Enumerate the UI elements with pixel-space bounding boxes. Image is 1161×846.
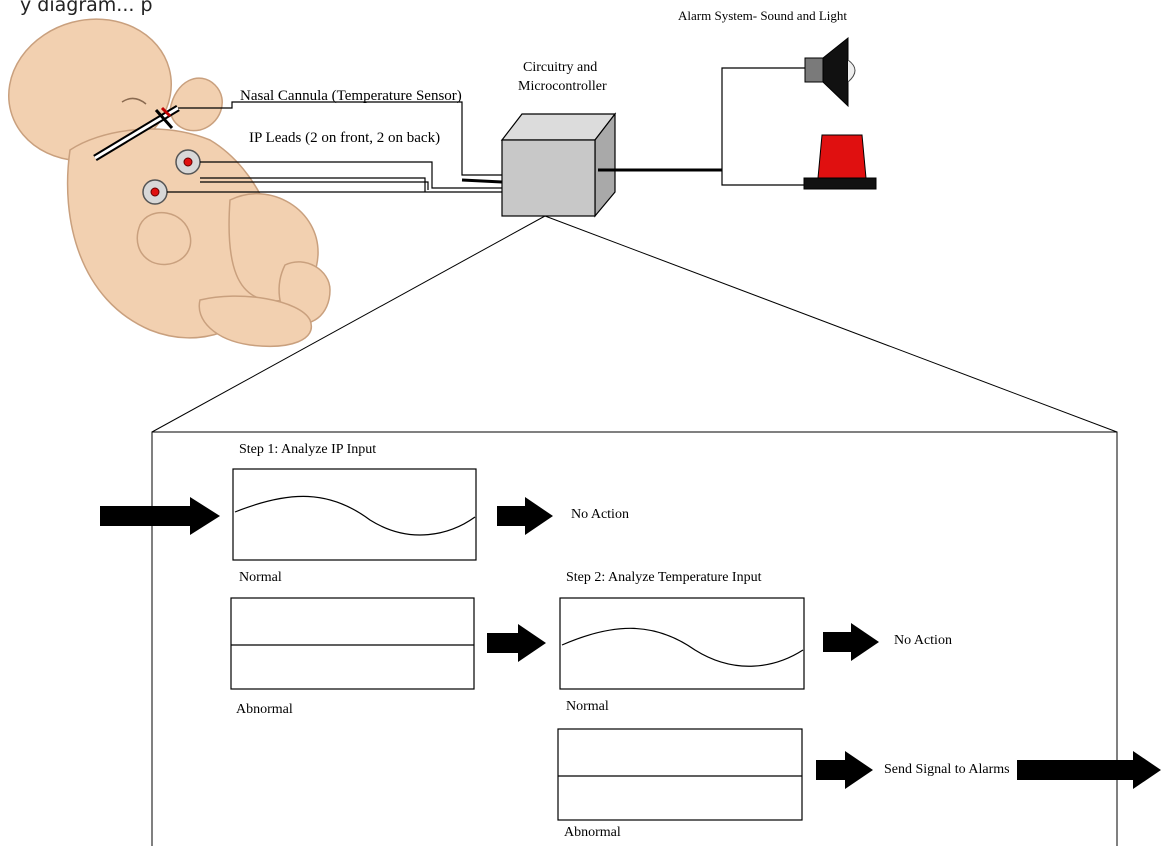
step1-abnormal-box [230,597,475,690]
send-signal-arrow [1017,751,1161,789]
input-arrow [100,497,220,535]
step1-normal-arrow [497,497,553,535]
step2-normal-label: Normal [566,699,609,714]
infant-arm-upper [169,77,223,132]
clipped-header-text: y diagram... p [20,0,153,16]
zoom-lines [151,215,1118,433]
step2-normal-box [559,597,805,690]
ip-lead-electrode-lower [142,179,168,205]
step1-normal-label: Normal [239,570,282,585]
step2-normal-arrow [823,623,879,661]
step2-normal-wave [561,627,804,667]
ip-lead-electrode-upper [175,149,201,175]
alarm-wiring [598,67,805,186]
nasal-cannula-label: Nasal Cannula (Temperature Sensor) [240,88,462,104]
step1-title: Step 1: Analyze IP Input [239,442,377,457]
step1-normal-wave [234,495,476,536]
infant-hand-lower [136,211,192,266]
sensor-wires [167,101,502,193]
circuitry-label-line1: Circuitry and [523,60,598,75]
nasal-cannula-tube [93,105,180,161]
alarm-system-label: Alarm System- Sound and Light [678,8,847,23]
step2-abnormal-label: Abnormal [564,825,621,840]
sensor-bundle [461,178,503,184]
step2-title: Step 2: Analyze Temperature Input [566,570,762,585]
detail-panel [151,431,1118,846]
step1-normal-box [232,468,477,561]
step2-abnormal-arrow [816,751,873,789]
step1-no-action-label: No Action [571,507,629,522]
ip-leads-label: IP Leads (2 on front, 2 on back) [249,130,441,146]
step1-abnormal-label: Abnormal [236,702,293,717]
step2-no-action-label: No Action [894,633,952,648]
infant-illustration [7,18,331,347]
circuitry-label-line2: Microcontroller [518,79,607,94]
infant-leg-lower [198,295,313,347]
infant-eye [121,97,147,105]
speaker-icon [804,36,856,108]
send-signal-label: Send Signal to Alarms [884,762,1010,777]
step1-abnormal-arrow [487,624,546,662]
circuitry-box [500,112,617,218]
alarm-light-icon [803,134,877,190]
flow-arrows [100,497,1161,789]
step2-abnormal-box [557,728,803,821]
